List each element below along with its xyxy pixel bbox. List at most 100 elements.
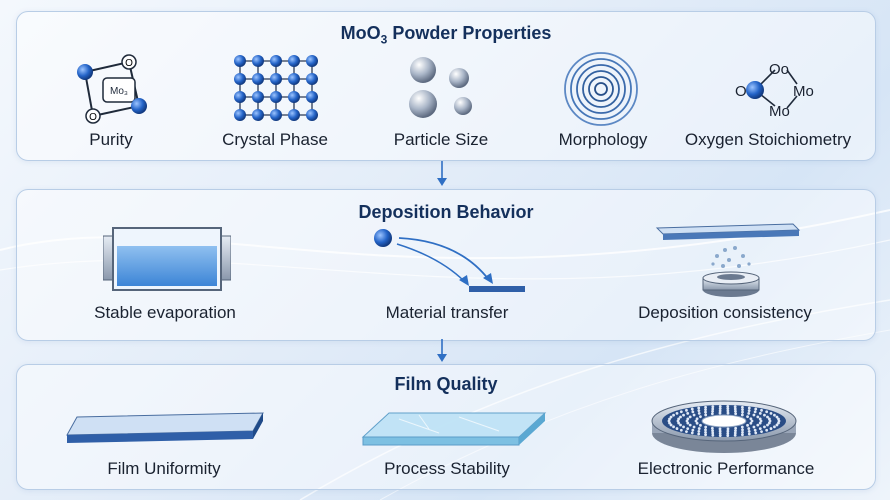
wafer-dot (704, 408, 707, 412)
powder-properties-panel: MoO3 Powder Properties Mo₃ O O Purity Cr… (16, 11, 876, 161)
wafer-dot (750, 419, 754, 423)
wafer-dot (704, 410, 707, 414)
wafer-dot (747, 412, 751, 415)
lattice-atom (270, 55, 282, 67)
wafer-dot (726, 427, 730, 431)
electronic-performance-label: Electronic Performance (637, 459, 815, 478)
wafer-dot (704, 433, 707, 437)
wafer-dot (697, 409, 701, 413)
wafer-dot (760, 408, 763, 412)
wafer-dot (741, 433, 744, 437)
wafer-dot (747, 429, 751, 433)
wafer-dot (777, 421, 780, 425)
wafer-dot (767, 421, 771, 425)
wafer-dot (679, 415, 682, 419)
wafer-dot (747, 406, 751, 410)
wafer-dot (699, 423, 702, 427)
wafer-dot (686, 411, 690, 415)
wafer-dot (777, 417, 780, 421)
lattice-atom (288, 91, 300, 103)
wafer-dot (718, 409, 722, 413)
lattice-atom (288, 73, 300, 85)
film-quality-panel: Film Quality Film Uniformity Process Sta… (16, 364, 876, 490)
wafer-dot (734, 429, 737, 433)
particles-icon (409, 57, 472, 118)
wafer-dot (711, 429, 714, 433)
concentric-rings-icon (564, 52, 638, 126)
wafer-dot (763, 413, 766, 417)
wafer-dot (718, 434, 722, 437)
film-plate-icon (66, 412, 264, 443)
wafer-dot (758, 421, 762, 425)
wafer-dot (767, 417, 771, 421)
wafer-dot (754, 431, 758, 435)
wafer-dot (733, 407, 737, 411)
wafer-dot (711, 431, 715, 435)
stable-evaporation-label: Stable evaporation (94, 303, 236, 322)
wafer-dot (711, 409, 714, 413)
lattice-atom (306, 55, 318, 67)
wafer-dot (773, 413, 776, 417)
lattice-atom (288, 55, 300, 67)
wafer-dot (692, 425, 696, 429)
evaporation-tray-icon (103, 227, 231, 291)
wafer-dot (710, 426, 714, 430)
wafer-dot (734, 409, 737, 413)
wafer-dot (754, 407, 758, 411)
wafer-dot (695, 417, 699, 421)
wafer-dot (746, 415, 749, 419)
wafer-dot (749, 417, 753, 421)
wafer-dot (711, 405, 715, 409)
wafer-dot (697, 406, 701, 410)
wafer-dot (740, 425, 744, 429)
crystal-phase-label: Crystal Phase (222, 130, 328, 149)
wafer-dot (765, 428, 769, 432)
wafer-dot (726, 407, 730, 411)
wafer-dot (679, 428, 683, 432)
purity-label: Purity (89, 130, 133, 149)
wafer-dot (733, 431, 737, 435)
wafer-dot (747, 409, 751, 413)
wafer-dot (734, 412, 738, 416)
wafer-dot (726, 429, 730, 433)
wafer-dot (760, 430, 763, 434)
wafer-dot (685, 408, 688, 412)
lattice-atom (252, 91, 264, 103)
wafer-dot (704, 428, 707, 432)
wafer-dot (741, 408, 744, 412)
wafer-dot (741, 430, 744, 434)
wafer-dot (672, 413, 675, 417)
transfer-arrow-icon (374, 229, 525, 292)
wafer-dot (711, 407, 715, 411)
wafer-dot (697, 412, 701, 415)
wafer-dot (682, 413, 685, 417)
lattice-atom (234, 73, 246, 85)
wafer-dot (765, 410, 769, 414)
wafer-dot (775, 423, 779, 427)
lattice-atom (252, 73, 264, 85)
process-stability-label: Process Stability (384, 459, 510, 478)
wafer-dot (675, 412, 679, 415)
wafer-dot (726, 411, 730, 415)
svg-text:O: O (735, 83, 747, 100)
wafer-dot (718, 407, 722, 411)
wafer-dot (773, 425, 776, 429)
wafer-dot (734, 426, 738, 430)
wafer-dot (726, 405, 730, 408)
lattice-atom (288, 109, 300, 121)
wafer-dot (718, 411, 722, 415)
lattice-atom (306, 91, 318, 103)
wafer-dot (685, 419, 689, 423)
lattice-atom (252, 55, 264, 67)
wafer-dot (763, 425, 766, 429)
wafer-dot (699, 415, 702, 419)
svg-text:O: O (89, 112, 97, 123)
wafer-dot (747, 427, 751, 430)
film-quality-title: Film Quality (394, 374, 498, 394)
wafer-dot (718, 431, 722, 435)
lattice-atom (252, 109, 264, 121)
lattice-atom (234, 55, 246, 67)
wafer-dot (686, 417, 690, 421)
wafer-dot (691, 428, 695, 432)
wafer-dot (740, 413, 744, 417)
